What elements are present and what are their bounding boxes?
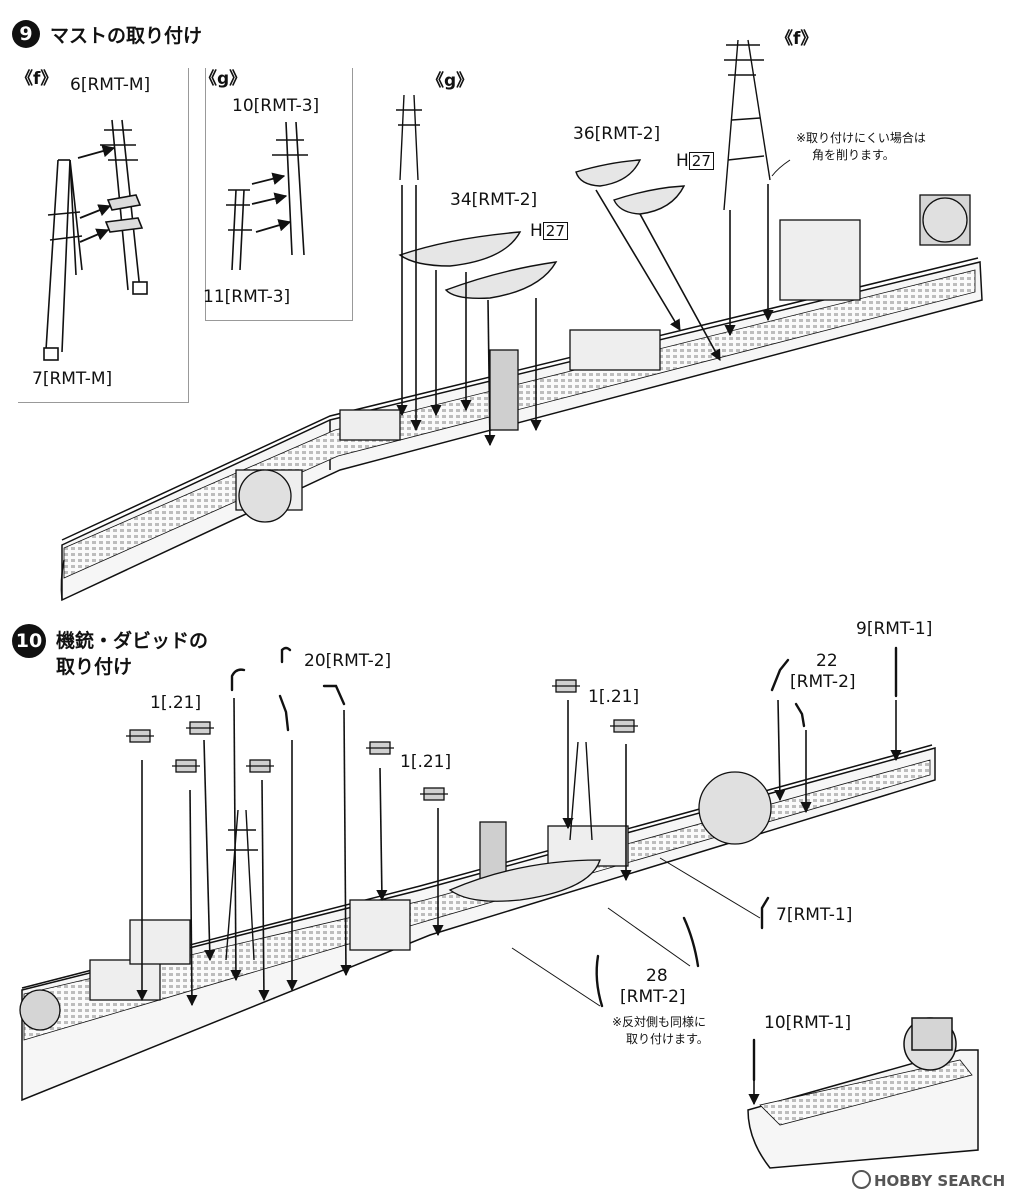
watermark-logo-icon xyxy=(852,1170,871,1189)
arrow-icon xyxy=(136,697,902,1106)
h-number-box: 27 xyxy=(542,222,568,240)
mast-f-detail-icon xyxy=(43,119,148,361)
step9-note-line2: 角を削ります。 xyxy=(812,148,895,162)
davit-icon xyxy=(230,646,898,1082)
part-label-1c: 1[.21] xyxy=(400,752,452,772)
part-label-1b: 1[.21] xyxy=(588,687,640,707)
h-letter: H xyxy=(530,221,543,241)
arrow-icon xyxy=(77,144,116,243)
part-label-22-num: 22 xyxy=(816,651,838,671)
mast-g-tag: 《g》 xyxy=(427,71,474,91)
box-g-tag: 《g》 xyxy=(200,69,247,89)
step9-note-line1: ※取り付けにくい場合は xyxy=(796,131,926,145)
mast-f-tag: 《f》 xyxy=(776,29,818,49)
part-label-28-code: [RMT-2] xyxy=(620,987,686,1007)
ship-hull-icon xyxy=(60,257,983,602)
note-leader-line xyxy=(771,159,791,177)
box-g-frame xyxy=(205,68,353,321)
ship-superstructure-icon xyxy=(19,771,772,1031)
step10-title-line1: 機銃・ダビッドの xyxy=(56,630,209,652)
part-label-22-code: [RMT-2] xyxy=(790,672,856,692)
arrow-icon xyxy=(251,172,292,233)
arrow-icon xyxy=(396,184,774,447)
boat-label-36: 36[RMT-2] xyxy=(573,124,661,144)
step10-note-line2: 取り付けます。 xyxy=(626,1032,709,1046)
part-label-1a: 1[.21] xyxy=(150,693,202,713)
part-label-20: 20[RMT-2] xyxy=(304,651,392,671)
part-label-28-num: 28 xyxy=(646,966,668,986)
step9-number-badge: 9 xyxy=(12,20,40,48)
box-f-frame xyxy=(18,68,189,403)
part-label-9: 9[RMT-1] xyxy=(856,619,933,639)
box-f-tag: 《f》 xyxy=(16,69,58,89)
h-letter: H xyxy=(676,151,689,171)
gun-icon xyxy=(126,679,638,801)
boat-label-34: 34[RMT-2] xyxy=(450,190,538,210)
part-label-7-rmt1: 7[RMT-1] xyxy=(776,905,853,925)
part-label-6: 6[RMT-M] xyxy=(70,75,151,95)
ship-bow-inset-icon xyxy=(747,1017,979,1169)
mast-g-detail-icon xyxy=(226,121,308,271)
mast-icon xyxy=(396,94,422,181)
step10-title-line2: 取り付け xyxy=(56,656,133,678)
h-number-box: 27 xyxy=(688,152,714,170)
ship-superstructure-icon xyxy=(235,194,971,523)
part-label-11: 11[RMT-3] xyxy=(203,287,291,307)
mast-icon xyxy=(723,39,771,211)
step10-number-badge: 10 xyxy=(12,624,46,658)
part-label-7: 7[RMT-M] xyxy=(32,369,113,389)
leader-line xyxy=(511,857,761,1007)
step10-note-line1: ※反対側も同様に xyxy=(612,1015,707,1029)
boat-icon xyxy=(398,159,686,300)
part-label-10-rmt1: 10[RMT-1] xyxy=(764,1013,852,1033)
step9-title: マストの取り付け xyxy=(50,25,203,47)
watermark-text: HOBBY SEARCH xyxy=(874,1172,1006,1190)
watermark: HOBBY SEARCH xyxy=(852,1170,1005,1190)
part-label-10-g: 10[RMT-3] xyxy=(232,96,320,116)
